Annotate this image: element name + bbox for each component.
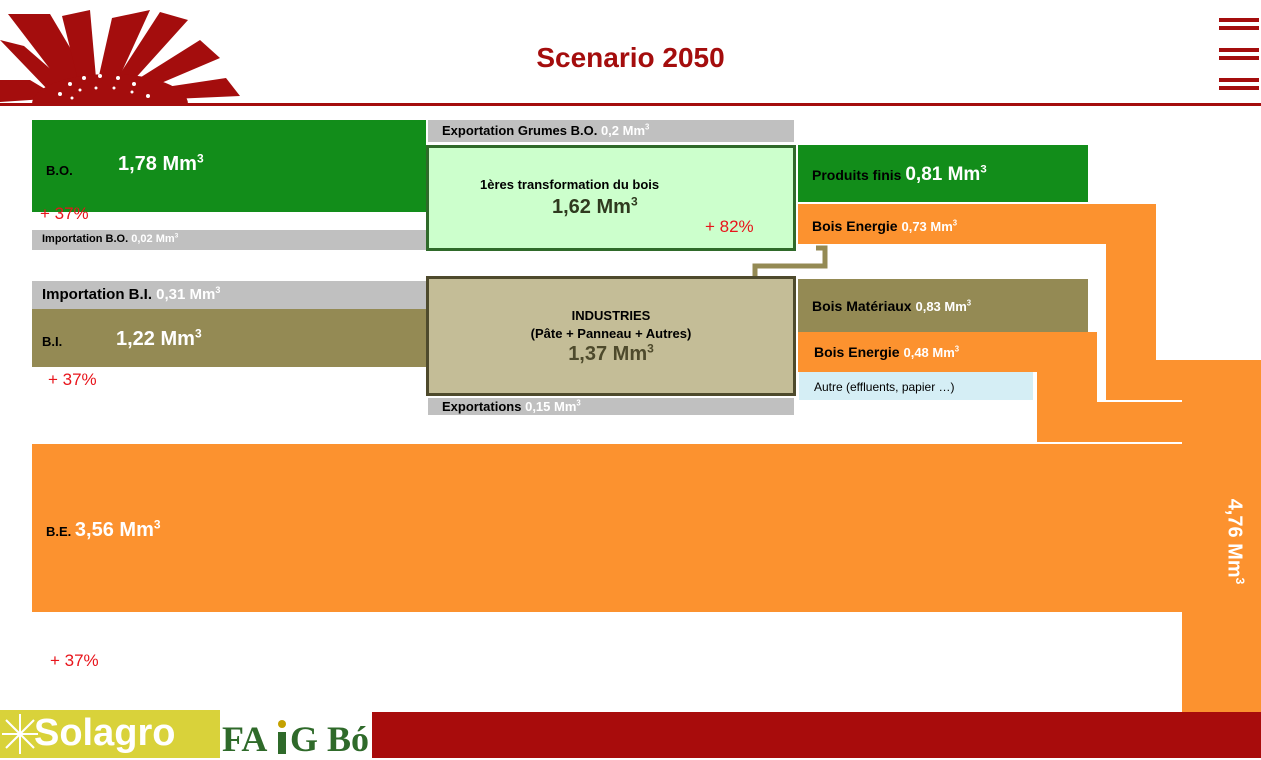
industries-box	[426, 276, 796, 396]
source-be-label: B.E. 3,56 Mm3	[46, 517, 161, 541]
source-bi-bar	[32, 309, 426, 367]
source-bi-label: B.I.	[42, 334, 63, 349]
transformation-change: + 82%	[705, 217, 754, 236]
transformation-label: 1ères transformation du bois	[480, 177, 660, 192]
industries-label: INDUSTRIES	[571, 308, 651, 323]
source-bo-label: B.O.	[46, 163, 73, 178]
autre-label: Autre (effluents, papier …)	[814, 380, 955, 394]
source-be-bar	[32, 444, 1182, 612]
export-grumes-value: 0,2 Mm3	[600, 122, 650, 138]
sun-icon	[2, 714, 38, 754]
exportations-value: 0,15 Mm3	[525, 398, 581, 414]
export-grumes-label: Exportation Grumes B.O. 0,2 Mm3	[442, 122, 650, 138]
faig-bo-text-1: FA	[222, 719, 268, 759]
import-bi-bar	[32, 281, 426, 309]
source-bi-value: 1,22 Mm3	[116, 326, 202, 350]
exportations-bar	[428, 398, 794, 415]
industries-value: 1,37 Mm3	[568, 341, 654, 365]
header-divider	[0, 103, 1261, 106]
hamburger-menu-icon[interactable]	[1219, 18, 1259, 98]
bois-energie-2-value: 0,48 Mm3	[903, 344, 960, 360]
produits-finis-bar	[798, 145, 1088, 202]
total-bar	[1182, 360, 1261, 712]
source-be-change: + 37%	[50, 651, 99, 670]
faig-bo-logo: FA G Bó	[220, 710, 370, 759]
bois-energie-1-value: 0,73 Mm3	[901, 218, 958, 234]
import-bi-label: Importation B.I. 0,31 Mm3	[42, 285, 221, 304]
solagro-text: Solagro	[34, 712, 176, 754]
produits-finis-label: Produits finis 0,81 Mm3	[812, 163, 987, 185]
import-bi-value: 0,31 Mm3	[156, 285, 221, 304]
sunflower-logo-icon	[0, 10, 240, 106]
bois-materiaux-bar	[798, 279, 1088, 332]
source-bo-change: + 37%	[40, 204, 89, 223]
export-grumes-bar	[428, 120, 794, 142]
bois-energie-1-label: Bois Energie 0,73 Mm3	[812, 218, 958, 234]
bois-materiaux-label: Bois Matériaux 0,83 Mm3	[812, 298, 972, 314]
transformation-box	[426, 145, 796, 251]
connector-line	[752, 245, 828, 276]
exportations-label: Exportations 0,15 Mm3	[442, 398, 581, 414]
autre-bar	[799, 372, 1033, 400]
source-bi-change: + 37%	[48, 370, 97, 389]
produits-finis-value: 0,81 Mm3	[905, 163, 987, 185]
import-bo-label: Importation B.O. 0,02 Mm3	[42, 232, 179, 245]
source-bo-bar	[32, 120, 426, 212]
flow-energie-2-join	[1037, 402, 1182, 442]
bois-energie-2-bar	[798, 332, 1037, 372]
bois-energie-1-bar	[798, 204, 1040, 244]
source-be-value: 3,56 Mm3	[74, 517, 161, 541]
industries-sublabel: (Pâte + Panneau + Autres)	[530, 326, 692, 341]
flow-energie-1-drop	[1156, 360, 1182, 400]
faig-bo-text-2: G Bó	[290, 719, 370, 759]
footer-bar	[372, 712, 1261, 758]
page-title: Scenario 2050	[536, 42, 725, 73]
bois-materiaux-value: 0,83 Mm3	[915, 298, 972, 314]
flow-energie-1-top	[1040, 204, 1156, 244]
solagro-logo: Solagro	[0, 710, 220, 758]
import-bo-bar	[32, 230, 426, 250]
import-bo-value: 0,02 Mm3	[131, 232, 179, 245]
total-value: 4,76 Mm3	[1223, 498, 1248, 585]
bois-energie-2-label: Bois Energie 0,48 Mm3	[814, 344, 960, 360]
transformation-value: 1,62 Mm3	[552, 194, 638, 218]
faig-i-icon	[276, 720, 288, 754]
source-bo-value: 1,78 Mm3	[118, 151, 204, 175]
